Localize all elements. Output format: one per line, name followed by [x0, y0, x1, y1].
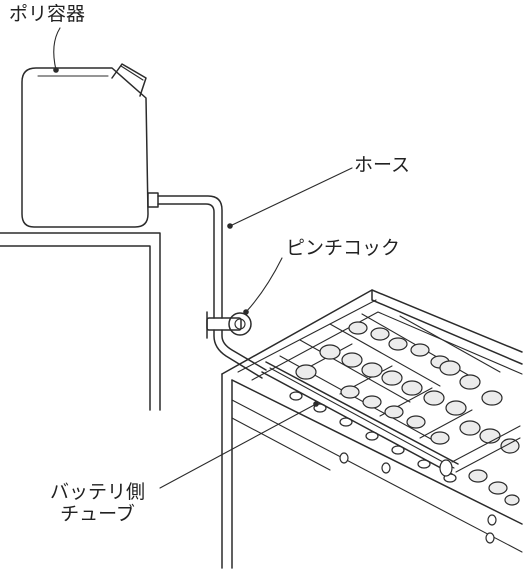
- label-battery-side-tube: バッテリ側 チューブ: [50, 481, 146, 526]
- label-battery-side-tube-line1: バッテリ側: [50, 481, 146, 503]
- label-battery-side-tube-line2: チューブ: [60, 502, 135, 525]
- label-pinch-cock: ピンチコック: [286, 237, 401, 259]
- label-hose: ホース: [354, 154, 411, 176]
- battery-cells: [279, 313, 520, 544]
- hose: [157, 195, 223, 319]
- hose-lower: [213, 329, 267, 379]
- label-poly-container: ポリ容器: [9, 3, 86, 25]
- battery-box: [221, 289, 523, 569]
- pinch-cock: [206, 311, 252, 339]
- leader-lines: [53, 27, 353, 489]
- shelf: [0, 232, 161, 411]
- battery-side-tube: [261, 361, 521, 477]
- poly-container: [21, 63, 159, 228]
